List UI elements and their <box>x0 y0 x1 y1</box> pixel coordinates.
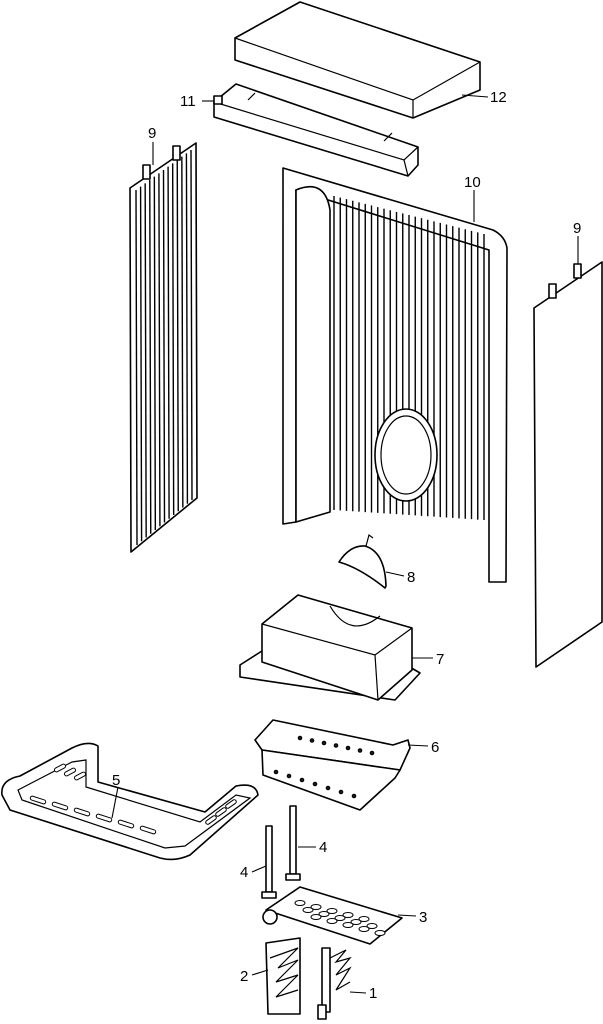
callout-3: 3 <box>419 909 427 926</box>
left-panel-fin <box>158 173 161 527</box>
ash-pan-hole <box>357 748 363 753</box>
grate-plate-hole <box>358 926 370 932</box>
left-panel-fin <box>167 166 170 519</box>
left-panel-fin <box>135 189 138 546</box>
ash-frame-slot <box>53 763 67 773</box>
ash-pan-hole <box>321 740 327 746</box>
part-3-grate-plate <box>262 886 403 945</box>
ash-frame-slot <box>95 813 113 823</box>
ash-frame-slot <box>63 767 77 777</box>
left-panel-fin <box>176 159 179 512</box>
ash-frame-slot <box>73 807 91 817</box>
grate-plate-holes <box>294 900 386 936</box>
left-panel-fin <box>139 186 143 542</box>
ash-frame-slot <box>205 815 217 825</box>
grate-plate-hole <box>302 907 314 913</box>
left-panel-fin <box>181 156 184 508</box>
left-panel-fin <box>153 176 157 531</box>
left-panel-fin <box>171 163 175 516</box>
grate-plate-hole <box>366 923 378 929</box>
ash-pan-hole <box>369 750 375 756</box>
ash-frame-slot <box>139 825 157 835</box>
part-5-ash-frame <box>1 742 259 861</box>
callout-5: 5 <box>112 772 120 789</box>
callout-7: 7 <box>436 651 444 668</box>
part-11-baffle-plate <box>213 83 419 177</box>
left-panel-fins <box>135 149 193 546</box>
ash-frame-slot <box>225 799 237 809</box>
ash-frame-slots <box>29 763 237 835</box>
grate-plate-hole <box>326 908 338 914</box>
part-10-back-panel <box>282 167 508 583</box>
callout-6: 6 <box>431 739 439 756</box>
ash-pan-holes <box>273 735 375 799</box>
grate-plate-hole <box>310 914 322 920</box>
left-panel-fin <box>149 179 152 534</box>
part-4-rod-b <box>261 825 277 899</box>
ash-frame-slot <box>51 801 69 811</box>
part-number-callouts: 12 11 9 10 9 8 7 6 5 4 4 3 2 1 <box>112 89 581 1002</box>
ash-pan-hole <box>309 738 315 743</box>
callout-12: 12 <box>490 89 507 106</box>
callout-1: 1 <box>369 985 377 1002</box>
ash-frame-slot <box>73 771 87 781</box>
grate-plate-hole <box>294 900 306 906</box>
left-panel-fin <box>190 149 193 501</box>
callout-8: 8 <box>407 569 415 586</box>
left-panel-fin <box>144 183 147 538</box>
ash-pan-hole <box>273 769 279 775</box>
part-6-ash-pan <box>254 719 411 811</box>
ash-pan-hole <box>312 781 318 787</box>
part-2-comb-bracket <box>265 937 301 1015</box>
left-panel-fin <box>185 153 189 504</box>
grate-plate-hole <box>310 904 322 910</box>
grate-plate-hole <box>334 915 346 921</box>
ash-pan-hole <box>333 743 339 748</box>
callout-9-right: 9 <box>573 220 581 237</box>
callout-9-left: 9 <box>148 125 156 142</box>
callout-11: 11 <box>180 93 196 110</box>
ash-pan-hole <box>286 773 292 779</box>
left-panel-fin <box>162 169 166 523</box>
grate-plate-hole <box>326 918 338 924</box>
callout-4-upper: 4 <box>319 839 327 856</box>
part-12-top-insulation-block <box>234 1 481 119</box>
grate-plate-hole <box>350 919 362 925</box>
callout-4-lower: 4 <box>240 864 248 881</box>
part-7-grate-basket <box>239 594 421 701</box>
grate-plate-hole <box>318 911 330 917</box>
part-4-rod-a <box>285 805 301 881</box>
ash-pan-hole <box>345 745 351 751</box>
part-1-tine-bracket <box>317 947 352 1020</box>
part-9-left-side-panel <box>129 142 198 553</box>
ash-pan-hole <box>297 735 303 741</box>
ash-pan-hole <box>351 793 357 799</box>
grate-plate-hole <box>358 916 370 922</box>
grate-plate-hole <box>374 930 386 936</box>
part-8-deflector <box>338 533 387 589</box>
grate-plate-hole <box>342 912 354 918</box>
part-9-right-side-panel <box>533 261 603 668</box>
back-panel-fins <box>333 196 485 520</box>
ash-pan-hole <box>325 785 331 791</box>
grate-plate-hole <box>342 922 354 928</box>
leader-lines <box>111 94 579 994</box>
callout-10: 10 <box>464 174 481 191</box>
ash-frame-slot <box>117 819 135 829</box>
ash-pan-hole <box>338 789 344 795</box>
ash-pan-hole <box>299 777 305 783</box>
callout-2: 2 <box>240 968 248 985</box>
ash-frame-slot <box>215 807 227 817</box>
ash-frame-slot <box>29 795 47 805</box>
